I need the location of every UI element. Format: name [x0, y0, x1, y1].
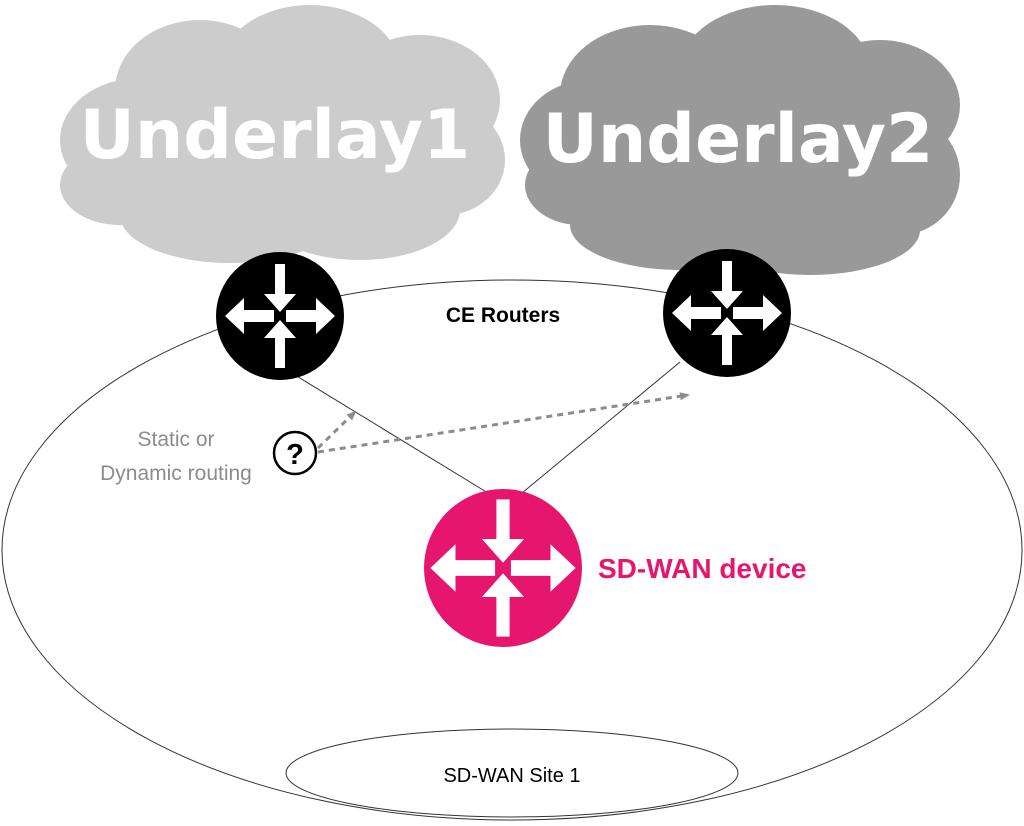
ce-router-right	[663, 249, 791, 377]
router-icon	[663, 249, 791, 377]
link-left-ce-to-sdwan	[289, 371, 489, 494]
link-right-ce-to-sdwan	[521, 361, 681, 494]
question-mark: ?	[286, 439, 304, 471]
underlay1-cloud-shape	[60, 5, 505, 263]
site-label: SD-WAN Site 1	[443, 765, 580, 787]
underlay1-label: Underlay1	[80, 96, 471, 175]
routing-arrow-left	[316, 410, 357, 450]
sdwan-device-label: SD-WAN device	[598, 553, 807, 584]
routing-arrow-right	[317, 392, 690, 454]
router-icon	[424, 489, 582, 647]
question-icon: ?	[272, 430, 318, 476]
routing-label-line1: Static or	[137, 428, 214, 451]
site-boundary	[1, 279, 1023, 821]
underlay2-label: Underlay2	[543, 100, 934, 179]
underlay2-cloud-shape	[520, 5, 960, 275]
site-label-ellipse	[285, 728, 739, 818]
sdwan-device	[424, 489, 582, 647]
ce-routers-label: CE Routers	[446, 304, 560, 327]
ce-router-left	[216, 252, 344, 380]
routing-label-line2: Dynamic routing	[100, 462, 252, 485]
underlay1-cloud: Underlay1	[60, 5, 505, 263]
underlay2-cloud: Underlay2	[520, 5, 960, 275]
router-icon	[216, 252, 344, 380]
